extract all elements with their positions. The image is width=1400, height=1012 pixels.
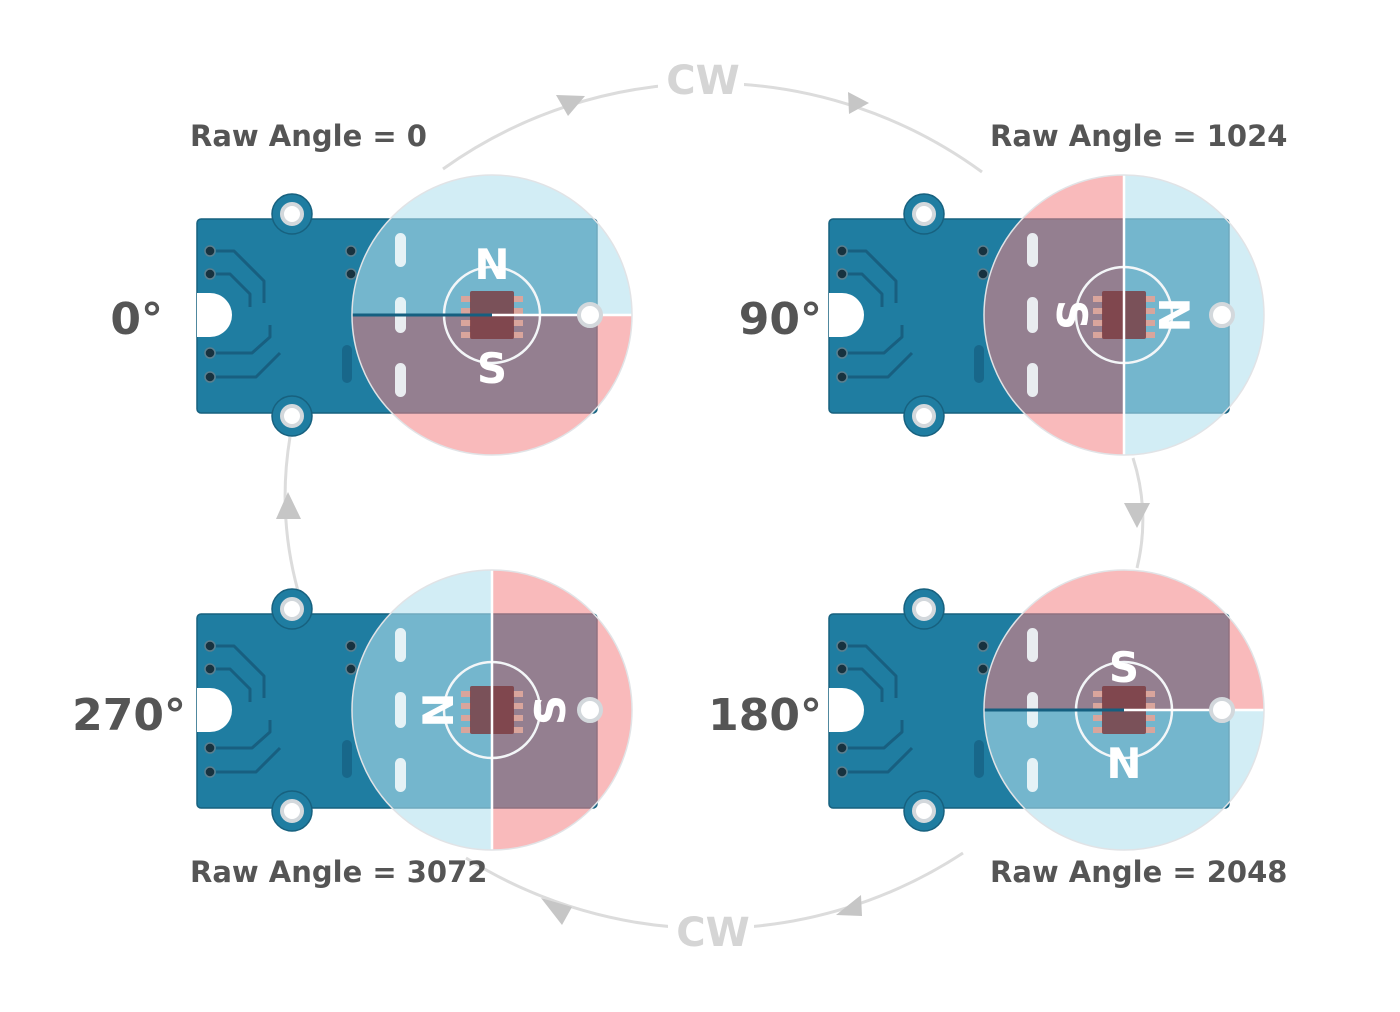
cw-label-bottom: CW	[676, 910, 749, 956]
north-half	[352, 175, 632, 315]
angle-label: 0°	[110, 294, 163, 345]
pole-s: S	[477, 344, 507, 393]
arrowhead-left	[276, 492, 301, 519]
south-half	[984, 175, 1124, 455]
angle-label: 90°	[739, 294, 822, 345]
position-180: Raw Angle = 2048 180° S N	[708, 569, 1287, 889]
arrowhead-top-right	[848, 92, 869, 114]
position-0: Raw Angle = 0 0° N S	[110, 119, 633, 456]
raw-angle-label: Raw Angle = 2048	[990, 855, 1287, 889]
south-half	[492, 570, 632, 850]
arrowhead-bottom-left	[541, 898, 572, 925]
raw-angle-label: Raw Angle = 1024	[990, 119, 1287, 153]
pole-s: S	[1109, 643, 1139, 692]
pole-n: N	[414, 692, 463, 727]
north-half	[352, 570, 492, 850]
pole-s: S	[526, 695, 575, 725]
north-half	[984, 710, 1264, 850]
raw-angle-label: Raw Angle = 3072	[190, 855, 487, 889]
raw-angle-label: Raw Angle = 0	[190, 119, 427, 153]
position-270: Raw Angle = 3072 270° N S	[72, 569, 633, 889]
rotation-arrows: CW CW	[276, 55, 1150, 957]
south-half	[984, 570, 1264, 710]
arrowhead-right	[1124, 503, 1150, 528]
angle-label: 270°	[72, 690, 186, 741]
angle-label: 180°	[708, 690, 822, 741]
north-half	[1124, 175, 1264, 455]
cw-label-top: CW	[666, 58, 739, 104]
south-half	[352, 315, 632, 455]
pole-n: N	[1149, 297, 1198, 332]
arrowhead-bottom-right	[836, 895, 862, 916]
pole-s: S	[1047, 300, 1096, 330]
position-90: Raw Angle = 1024 90° S N	[739, 119, 1287, 456]
pole-n: N	[474, 240, 509, 289]
arrowhead-top-left	[556, 95, 585, 116]
pole-n: N	[1106, 739, 1141, 788]
